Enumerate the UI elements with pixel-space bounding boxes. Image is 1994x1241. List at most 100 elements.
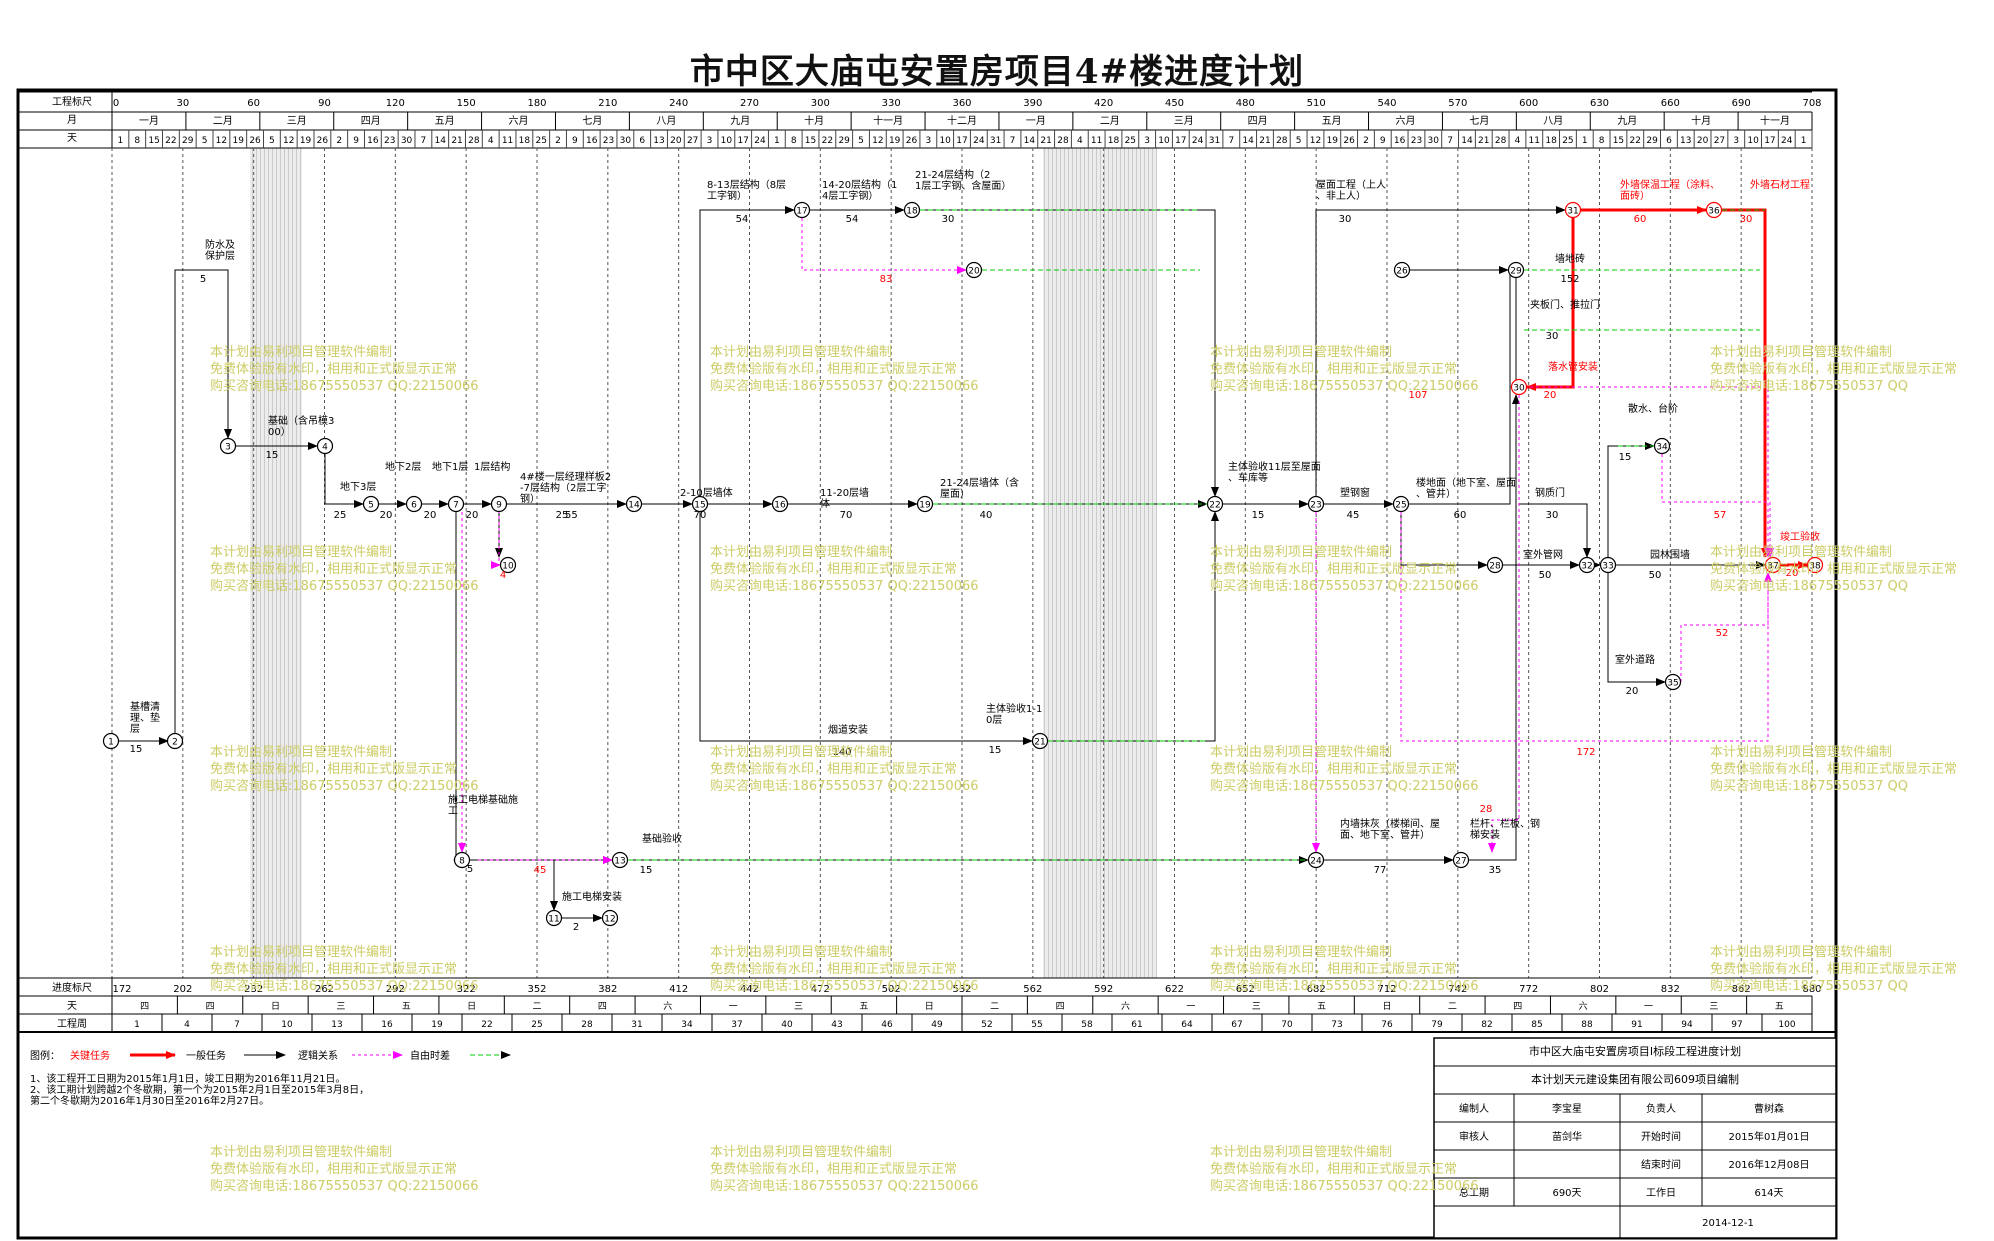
task-name: 面、地下室、管井） [1340,828,1430,841]
day-label: 29 [838,136,850,146]
scale-tick: 630 [1590,98,1609,109]
watermark-text: 本计划由易利项目管理软件编制 [1210,745,1392,760]
day-label: 30 [1428,136,1440,146]
task-duration: 30 [1546,331,1559,342]
scale-tick: 480 [1236,98,1255,109]
node-number: 21 [1034,738,1045,748]
task-duration: 54 [736,214,749,225]
legend-note: 2、该工期计划跨越2个冬歇期，第一个为2015年2月1日至2015年3月8日， [30,1083,369,1096]
day-label: 8 [791,136,797,146]
scale-tick: 172 [112,984,131,995]
day-label: 29 [1646,136,1658,146]
task-duration: 20 [1544,390,1557,401]
task-name: 主体验收1-1 [986,702,1042,715]
node-circle [447,495,465,513]
day-label: 23 [603,136,614,146]
task-duration: 20 [1626,686,1639,697]
task-name: 施工电梯安装 [562,890,622,903]
task-duration: 20 [380,510,393,521]
task-duration: 70 [694,510,707,521]
day-label: 20 [1697,136,1709,146]
day-label: 9 [572,136,578,146]
week-label: 64 [1181,1020,1193,1030]
node-circle [1599,556,1617,574]
day-label: 21 [1478,136,1489,146]
task-arrow [1400,512,1488,569]
title-block-date: 2014-12-1 [1702,1218,1754,1229]
scale-tick: 60 [247,98,260,109]
week-label: 73 [1331,1020,1342,1030]
node-circle [916,495,934,513]
week-label: 25 [531,1020,542,1030]
weekday-label: 三 [794,1002,803,1012]
task-name: 基础（含吊模3 [268,414,334,427]
watermark-text: 本计划由易利项目管理软件编制 [1210,1145,1392,1160]
title-block-cell: 开始时间 [1641,1130,1681,1143]
day-label: 17 [737,136,748,146]
float-arrow [1400,512,1772,742]
week-label: 52 [981,1020,992,1030]
day-label: 26 [1343,136,1355,146]
node-circle [625,495,643,513]
node-circle [545,909,563,927]
watermark-text: 购买咨询电话:18675550537 QQ:22150066 [210,1178,479,1194]
title-block [1433,1037,1837,1239]
scale-tick: 382 [598,984,617,995]
node-circle [1392,495,1410,513]
day-label: 9 [353,136,359,146]
title-block-line1: 市中区大庙屯安置房项目Ⅰ标段工程进度计划 [1529,1044,1741,1058]
day-label: 14 [1024,136,1036,146]
scale-tick: 150 [457,98,476,109]
task-name: 保护层 [205,249,235,262]
task-duration: 60 [1454,510,1467,521]
task-arrow [1469,394,1520,861]
task-name: 外墙保温工程（涂料、 [1620,178,1720,191]
day-label: 1 [774,136,780,146]
task-name: 钢） [520,492,540,505]
node-number: 12 [604,915,615,925]
watermark-text: 购买咨询电话:18675550537 QQ:22150066 [1210,1178,1479,1194]
winter-zone-2 [1043,148,1157,978]
task-name: 屋面工程（上人 [1316,179,1386,191]
node-circle [771,495,789,513]
day-label: 24 [1781,136,1793,146]
month-label: 十二月 [947,114,977,127]
task-name: 塑钢窗 [1340,486,1370,499]
task-arrow [699,206,795,496]
watermark-text: 购买咨询电话:18675550537 QQ [1710,978,1908,994]
week-label: 79 [1431,1020,1443,1030]
task-name: 栏杆、栏板、钢 [1470,817,1540,830]
weekday-label: 六 [663,1000,672,1012]
node-number: 24 [1310,857,1322,867]
watermark-text: 免费体验版有水印，相用和正式版显示正常 [1710,961,1957,977]
watermark-text: 免费体验版有水印，相用和正式版显示正常 [1710,761,1957,777]
task-duration: 15 [1619,452,1632,463]
day-label: 6 [1666,136,1672,146]
task-name: 1层结构 [474,460,510,473]
node-circle [1206,495,1224,513]
weekday-label: 三 [1252,1002,1261,1012]
day-label: 3 [925,136,931,146]
month-label: 三月 [287,115,307,127]
weekday-label: 四 [140,1002,149,1012]
week-label: 31 [631,1020,642,1030]
row-label: 天 [67,1001,77,1012]
day-label: 21 [1040,136,1051,146]
task-name: 2-10层墙体 [680,486,733,499]
day-label: 1 [1582,136,1588,146]
task-name: 基槽清 [130,700,160,713]
week-label: 28 [581,1020,593,1030]
node-circle [793,201,811,219]
day-label: 6 [639,136,645,146]
day-label: 4 [488,136,494,146]
task-name: 工 [448,806,458,817]
watermark-text: 购买咨询电话:18675550537 QQ:22150066 [710,1178,979,1194]
watermark-text: 免费体验版有水印，相用和正式版显示正常 [1210,961,1457,977]
scale-tick: 540 [1377,98,1396,109]
title-block-line2: 本计划天元建设集团有限公司609项目编制 [1531,1072,1739,1086]
watermark-text: 购买咨询电话:18675550537 QQ:22150066 [710,778,979,794]
task-name: 、管井） [1416,487,1456,500]
title-block-cell: 2015年01月01日 [1729,1130,1810,1143]
node-number: 18 [906,207,918,217]
